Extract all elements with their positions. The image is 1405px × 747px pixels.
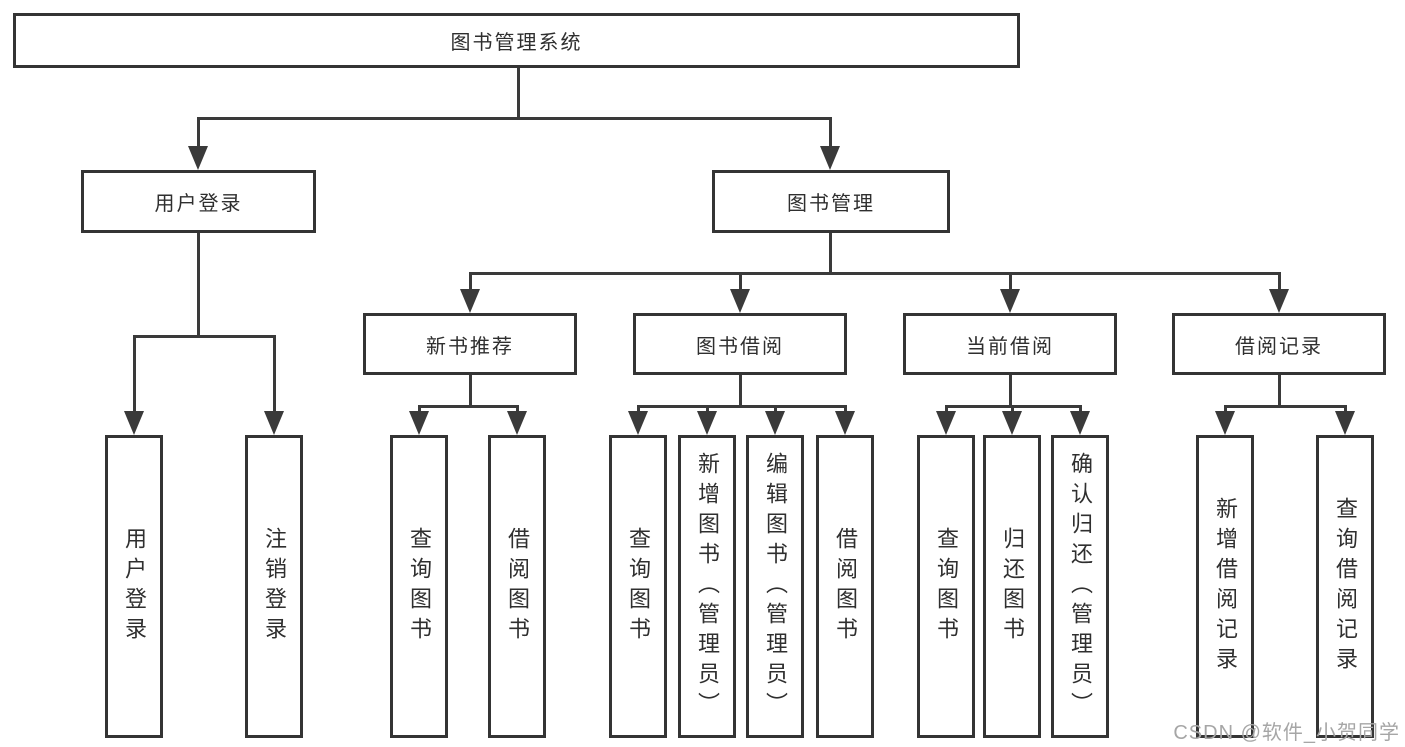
leaf-query-books-current-label: 查询图书	[934, 526, 959, 647]
node-borrowing-records-label: 借阅记录	[1235, 335, 1323, 358]
node-book-borrowing: 图书借阅	[633, 313, 847, 375]
node-book-management: 图书管理	[712, 170, 950, 233]
connector-line	[469, 375, 472, 407]
connector-line	[945, 405, 948, 414]
leaf-add-borrow-record-label: 新增借阅记录	[1213, 496, 1238, 677]
connector-line	[469, 272, 1281, 275]
connector-line	[1278, 375, 1281, 407]
leaf-borrow-books-recommend: 借阅图书	[488, 435, 546, 738]
connector-line	[739, 272, 742, 292]
node-current-borrowing-label: 当前借阅	[966, 335, 1054, 358]
connector-line	[273, 335, 276, 413]
leaf-add-books-admin: 新增图书（管理员）	[678, 435, 736, 738]
connector-line	[1079, 405, 1082, 414]
connector-root-drop	[517, 68, 520, 120]
leaf-query-borrow-record: 查询借阅记录	[1316, 435, 1374, 738]
connector-line	[844, 405, 847, 414]
connector-line	[133, 335, 276, 338]
node-user-login-label: 用户登录	[154, 193, 243, 215]
leaf-user-login-label: 用户登录	[122, 526, 147, 647]
leaf-query-books-borrowing: 查询图书	[609, 435, 667, 738]
arrow-down-icon	[628, 411, 648, 435]
node-current-borrowing: 当前借阅	[903, 313, 1117, 375]
connector-line	[418, 405, 421, 414]
arrow-down-icon	[1002, 411, 1022, 435]
connector-line	[829, 233, 832, 274]
node-new-book-recommend: 新书推荐	[363, 313, 577, 375]
leaf-edit-books-admin: 编辑图书（管理员）	[746, 435, 804, 738]
node-book-borrowing-label: 图书借阅	[696, 335, 784, 358]
leaf-query-books-borrowing-label: 查询图书	[626, 526, 651, 647]
connector-line	[1009, 272, 1012, 292]
connector-line	[637, 405, 640, 414]
connector-line	[637, 405, 847, 408]
leaf-return-books-label: 归还图书	[1000, 526, 1025, 647]
arrow-down-icon	[765, 411, 785, 435]
node-new-book-recommend-label: 新书推荐	[426, 335, 514, 358]
arrow-down-icon	[730, 289, 750, 313]
arrow-down-icon	[1215, 411, 1235, 435]
leaf-user-login: 用户登录	[105, 435, 163, 738]
connector-line	[469, 272, 472, 292]
leaf-add-books-admin-label: 新增图书（管理员）	[695, 451, 720, 722]
arrow-down-icon	[1269, 289, 1289, 313]
leaf-confirm-return-admin-label: 确认归还（管理员）	[1068, 451, 1093, 722]
connector-line	[1344, 405, 1347, 414]
connector-line	[516, 405, 519, 414]
connector-user-login-drop	[197, 117, 200, 150]
leaf-query-borrow-record-label: 查询借阅记录	[1333, 496, 1358, 677]
arrow-down-icon	[835, 411, 855, 435]
leaf-borrow-books-recommend-label: 借阅图书	[505, 526, 530, 647]
leaf-logout-label: 注销登录	[262, 526, 287, 647]
arrow-down-icon	[697, 411, 717, 435]
arrow-down-icon	[1335, 411, 1355, 435]
node-borrowing-records: 借阅记录	[1172, 313, 1386, 375]
leaf-return-books: 归还图书	[983, 435, 1041, 738]
connector-line	[1224, 405, 1347, 408]
arrow-down-icon	[188, 146, 208, 170]
connector-root-bar	[197, 117, 831, 120]
connector-line	[1224, 405, 1227, 414]
connector-line	[706, 405, 709, 414]
connector-line	[418, 405, 519, 408]
connector-line	[1009, 375, 1012, 407]
leaf-edit-books-admin-label: 编辑图书（管理员）	[763, 451, 788, 722]
arrow-down-icon	[124, 411, 144, 435]
connector-line	[197, 233, 200, 337]
csdn-watermark: CSDN @软件_小贺同学	[1173, 722, 1400, 744]
arrow-down-icon	[264, 411, 284, 435]
node-user-login: 用户登录	[81, 170, 316, 233]
connector-line	[774, 405, 777, 414]
arrow-down-icon	[409, 411, 429, 435]
node-library-management-system-label: 图书管理系统	[450, 32, 583, 54]
leaf-borrow-books-label: 借阅图书	[833, 526, 858, 647]
connector-line	[1278, 272, 1281, 292]
arrow-down-icon	[507, 411, 527, 435]
leaf-add-borrow-record: 新增借阅记录	[1196, 435, 1254, 738]
leaf-query-books-recommend: 查询图书	[390, 435, 448, 738]
arrow-down-icon	[1070, 411, 1090, 435]
arrow-down-icon	[820, 146, 840, 170]
connector-book-mgmt-drop	[829, 117, 832, 150]
arrow-down-icon	[460, 289, 480, 313]
leaf-logout: 注销登录	[245, 435, 303, 738]
connector-line	[739, 375, 742, 407]
leaf-borrow-books: 借阅图书	[816, 435, 874, 738]
leaf-query-books-current: 查询图书	[917, 435, 975, 738]
leaf-confirm-return-admin: 确认归还（管理员）	[1051, 435, 1109, 738]
node-library-management-system: 图书管理系统	[13, 13, 1020, 68]
connector-line	[133, 335, 136, 413]
connector-line	[1011, 405, 1014, 414]
node-book-management-label: 图书管理	[787, 193, 875, 215]
leaf-query-books-recommend-label: 查询图书	[407, 526, 432, 647]
arrow-down-icon	[1000, 289, 1020, 313]
arrow-down-icon	[936, 411, 956, 435]
